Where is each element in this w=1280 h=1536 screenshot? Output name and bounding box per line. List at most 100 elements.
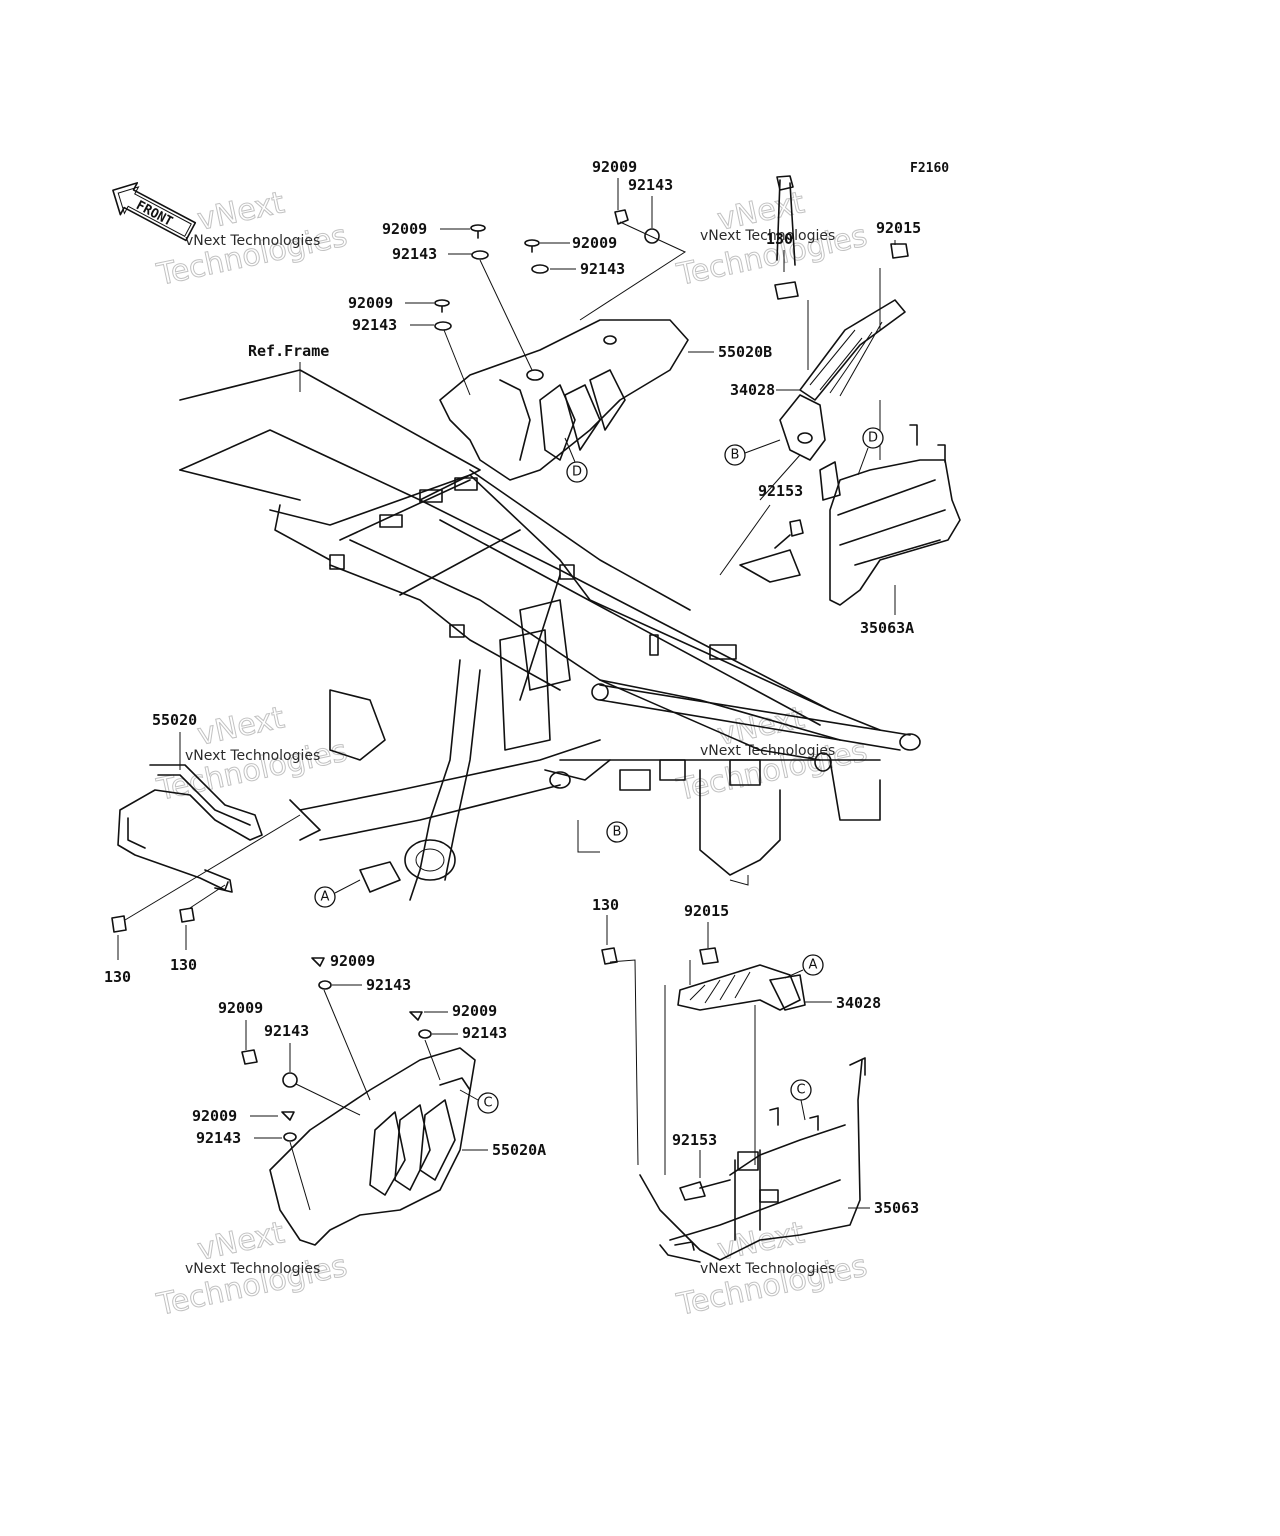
part-label-92143: 92143 bbox=[580, 260, 625, 278]
cover-55020A bbox=[269, 1047, 476, 1246]
watermark-outline: vNext bbox=[194, 185, 287, 238]
figure-code: F2160 bbox=[910, 161, 949, 176]
bolt-head-icon bbox=[774, 281, 799, 300]
leader-line bbox=[424, 1039, 441, 1081]
part-label-92009: 92009 bbox=[218, 999, 263, 1017]
washer-icon bbox=[318, 980, 332, 990]
leader-line bbox=[459, 1089, 479, 1101]
callout-b bbox=[724, 444, 746, 466]
watermark-outline: Technologies bbox=[153, 219, 350, 294]
part-label-92009: 92009 bbox=[348, 294, 393, 312]
leader-line bbox=[323, 989, 371, 1101]
leader-line bbox=[289, 1141, 311, 1211]
bolt-icon bbox=[241, 1049, 258, 1065]
callout-d-label: D bbox=[868, 431, 878, 446]
part-label-130: 130 bbox=[592, 896, 619, 914]
leader-line bbox=[479, 259, 533, 371]
part-label-55020: 55020 bbox=[152, 711, 197, 729]
part-label-130: 130 bbox=[766, 230, 793, 248]
leader-line bbox=[719, 504, 771, 576]
bolt-icon bbox=[111, 915, 127, 933]
nut-icon bbox=[699, 947, 719, 965]
callout-a bbox=[802, 954, 824, 976]
part-label-34028: 34028 bbox=[730, 381, 775, 399]
nut-icon bbox=[890, 243, 909, 259]
part-label-130: 130 bbox=[104, 968, 131, 986]
leader-line bbox=[334, 879, 361, 894]
leader-line bbox=[759, 454, 801, 501]
part-label-92143: 92143 bbox=[352, 316, 397, 334]
guard-55020 bbox=[117, 764, 263, 893]
leader-line bbox=[664, 960, 756, 1175]
watermark-outline: vNext bbox=[714, 1215, 807, 1268]
watermark-text: vNext Technologies bbox=[700, 1261, 835, 1277]
part-label-92143: 92143 bbox=[366, 976, 411, 994]
leader-line bbox=[577, 820, 600, 853]
watermark-text: vNext Technologies bbox=[185, 748, 320, 764]
leader-line bbox=[189, 884, 226, 909]
front-arrow-icon: FRONT bbox=[112, 182, 197, 242]
watermark-outline: vNext bbox=[194, 1215, 287, 1268]
cover-55020B bbox=[439, 319, 689, 481]
main-frame bbox=[179, 369, 921, 901]
callout-d-label: D bbox=[572, 465, 582, 480]
part-label-92009: 92009 bbox=[382, 220, 427, 238]
screw-icon bbox=[409, 1011, 423, 1021]
part-label-35063: 35063 bbox=[874, 1199, 919, 1217]
part-label-92153: 92153 bbox=[758, 482, 803, 500]
part-label-55020B: 55020B bbox=[718, 343, 772, 361]
callout-d bbox=[862, 427, 884, 449]
leader-line bbox=[609, 959, 639, 1166]
part-label-92009: 92009 bbox=[452, 1002, 497, 1020]
washer-icon bbox=[418, 1029, 432, 1039]
bolt-icon bbox=[179, 907, 195, 923]
leader-line bbox=[564, 437, 576, 463]
part-label-92143: 92143 bbox=[264, 1022, 309, 1040]
screw-icon bbox=[281, 1111, 295, 1121]
footpeg-34028-top bbox=[779, 299, 906, 461]
callout-a-label: A bbox=[321, 890, 330, 905]
callout-c-label: C bbox=[796, 1083, 805, 1098]
callout-b-label: B bbox=[731, 448, 740, 463]
bolt-icon bbox=[601, 947, 618, 965]
washer-icon bbox=[283, 1132, 297, 1142]
part-label-92009: 92009 bbox=[330, 952, 375, 970]
leader-line bbox=[857, 447, 869, 476]
leader-line bbox=[443, 329, 471, 396]
part-label-92015: 92015 bbox=[684, 902, 729, 920]
part-label-92015: 92015 bbox=[876, 219, 921, 237]
watermark-outline: Technologies bbox=[673, 1249, 870, 1324]
callout-b-label: B bbox=[613, 825, 622, 840]
callout-c bbox=[477, 1092, 499, 1114]
part-label-92009: 92009 bbox=[572, 234, 617, 252]
callout-c-label: C bbox=[483, 1096, 492, 1111]
leader-line bbox=[784, 969, 804, 979]
watermark-text: vNext Technologies bbox=[700, 228, 835, 244]
leader-line bbox=[124, 814, 301, 921]
leader-line bbox=[744, 439, 781, 454]
callout-d bbox=[566, 461, 588, 483]
part-label-34028: 34028 bbox=[836, 994, 881, 1012]
leader-line bbox=[800, 1099, 806, 1121]
part-label-130: 130 bbox=[170, 956, 197, 974]
callout-a bbox=[314, 886, 336, 908]
part-label-55020A: 55020A bbox=[492, 1141, 546, 1159]
part-label-92009: 92009 bbox=[192, 1107, 237, 1125]
part-label-35063A: 35063A bbox=[860, 619, 914, 637]
part-label-92153: 92153 bbox=[672, 1131, 717, 1149]
part-label-92143: 92143 bbox=[628, 176, 673, 194]
screw-icon bbox=[311, 957, 325, 967]
watermark-text: vNext Technologies bbox=[185, 233, 320, 249]
ref-frame-label: Ref.Frame bbox=[248, 342, 329, 360]
part-label-92009: 92009 bbox=[592, 158, 637, 176]
part-label-92143: 92143 bbox=[462, 1024, 507, 1042]
watermark-outline: vNext bbox=[194, 700, 287, 753]
footpeg-34028-bottom bbox=[677, 964, 806, 1011]
callout-a-label: A bbox=[809, 958, 818, 973]
watermark-outline: Technologies bbox=[153, 734, 350, 809]
callout-b bbox=[606, 821, 628, 843]
fastener-group-top bbox=[434, 209, 660, 331]
leader-line bbox=[295, 1083, 361, 1116]
